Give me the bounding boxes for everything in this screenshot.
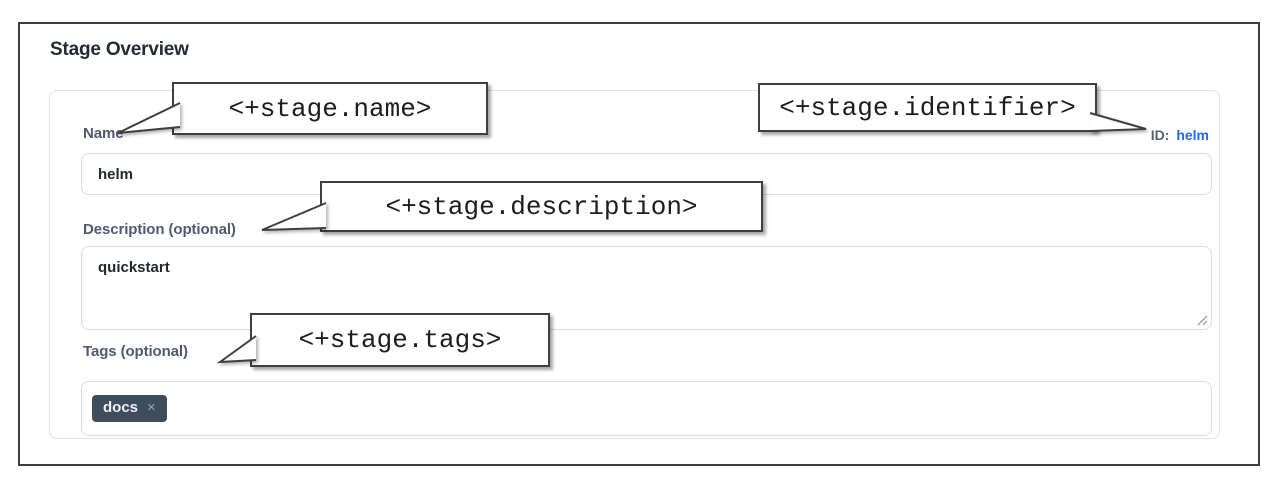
description-textarea[interactable]: quickstart	[81, 246, 1212, 330]
description-label: Description (optional)	[83, 221, 236, 238]
annotation-pointer-identifier	[1089, 112, 1147, 132]
page-title: Stage Overview	[50, 39, 189, 60]
annotation-pointer-description	[261, 202, 327, 231]
stage-id: ID: helm	[1151, 127, 1209, 143]
annotation-stage-identifier: <+stage.identifier>	[758, 83, 1097, 132]
remove-tag-icon[interactable]: ×	[147, 399, 156, 416]
annotation-text: <+stage.name>	[228, 93, 432, 124]
annotation-stage-name: <+stage.name>	[172, 82, 488, 135]
annotation-pointer-name	[117, 102, 181, 134]
annotation-stage-description: <+stage.description>	[320, 181, 763, 232]
resize-handle-icon[interactable]	[1196, 314, 1208, 326]
annotation-stage-tags: <+stage.tags>	[250, 313, 550, 367]
tags-input[interactable]: docs ×	[81, 381, 1212, 436]
annotation-text: <+stage.description>	[385, 191, 698, 222]
stage-overview-panel: Name ID: helm Description (optional) qui…	[49, 90, 1220, 439]
tags-label: Tags (optional)	[83, 343, 188, 360]
description-field-wrap: quickstart	[81, 246, 1212, 330]
stage-id-label: ID:	[1150, 127, 1170, 143]
tag-chip-label: docs	[103, 399, 139, 416]
annotation-text: <+stage.tags>	[298, 325, 502, 355]
tag-chip[interactable]: docs ×	[92, 395, 167, 422]
annotation-text: <+stage.identifier>	[779, 92, 1076, 123]
name-label: Name	[83, 125, 124, 142]
annotation-pointer-tags	[216, 335, 257, 364]
stage-id-value: helm	[1176, 127, 1209, 143]
